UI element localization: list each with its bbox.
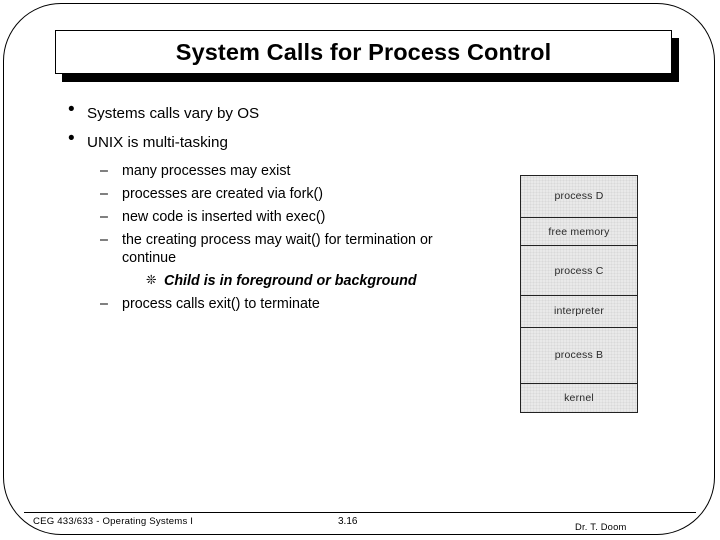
memory-block-label: process D [554, 190, 604, 203]
memory-block-label: kernel [564, 392, 594, 405]
memory-block-label: process B [554, 349, 604, 362]
bullet-dash-icon: – [100, 163, 108, 179]
list-item-label: processes are created via fork() [122, 185, 324, 202]
memory-block-label: interpreter [553, 305, 605, 318]
bullet-dash-icon: – [100, 185, 108, 202]
memory-layout-diagram: process D free memory process C interpre… [520, 175, 638, 413]
bullet-snowflake-icon: ❊ [146, 273, 157, 288]
list-item: – many processes may exist [62, 162, 502, 181]
memory-block: free memory [521, 218, 637, 247]
bullet-list: • Systems calls vary by OS • UNIX is mul… [62, 100, 502, 318]
list-item: • UNIX is multi-tasking [62, 129, 502, 152]
footer-divider [24, 512, 696, 513]
list-item-label: Systems calls vary by OS [87, 105, 260, 122]
list-item: – process calls exit() to terminate [62, 295, 502, 314]
memory-block: process C [521, 246, 637, 296]
memory-block: process D [521, 176, 637, 218]
bullet-dash-icon: – [100, 208, 108, 225]
list-item-label: Child is in foreground or background [164, 273, 417, 290]
list-item: ❊ Child is in foreground or background [62, 272, 502, 291]
bullet-dash-icon: – [100, 231, 108, 248]
list-item-label: many processes may exist [122, 163, 291, 179]
memory-block: interpreter [521, 296, 637, 328]
title-box: System Calls for Process Control [55, 30, 672, 74]
bullet-dash-icon: – [100, 296, 108, 313]
memory-block: process B [521, 328, 637, 385]
memory-block-label: process C [554, 264, 604, 277]
memory-block: kernel [521, 384, 637, 412]
memory-block-label: free memory [548, 225, 610, 238]
footer-page-number: 3.16 [338, 516, 358, 527]
list-item: – the creating process may wait() for te… [62, 231, 452, 269]
footer-course-label: CEG 433/633 - Operating Systems I [33, 516, 194, 527]
list-item-label: new code is inserted with exec() [122, 208, 326, 225]
list-item-label: the creating process may wait() for term… [122, 231, 433, 267]
list-item: – processes are created via fork() [62, 185, 502, 204]
list-item: • Systems calls vary by OS [62, 100, 502, 123]
list-item-label: process calls exit() to terminate [122, 296, 320, 313]
list-item-label: UNIX is multi-tasking [87, 134, 228, 151]
list-item: – new code is inserted with exec() [62, 208, 502, 227]
footer-author-label: Dr. T. Doom [575, 521, 627, 532]
bullet-dot-icon: • [68, 99, 75, 120]
page-title: System Calls for Process Control [175, 38, 552, 65]
bullet-dot-icon: • [68, 128, 75, 149]
